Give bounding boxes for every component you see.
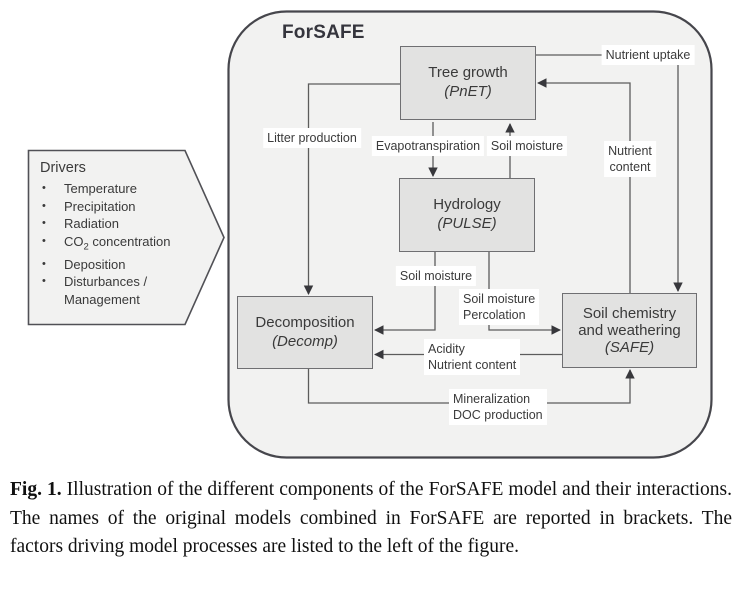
arrow-litter-production xyxy=(303,83,400,295)
arrow-nutrient-content xyxy=(537,78,631,293)
arrow-soil-moisture-percolation xyxy=(488,252,561,335)
drivers-panel: Drivers • Temperature • Precipitation • … xyxy=(38,160,196,308)
caption-text: Illustration of the different components… xyxy=(10,479,732,557)
label-nutrient-uptake: Nutrient uptake xyxy=(601,45,695,65)
label-soil-moisture-decomp: Soil moisture xyxy=(395,266,477,286)
label-soil-moisture-tree: Soil moisture xyxy=(486,136,568,156)
soil-chemistry-label-line1: Soil chemistry xyxy=(582,304,677,322)
box-decomposition: Decomposition (Decomp) xyxy=(237,296,373,369)
bullet-icon: • xyxy=(42,182,46,194)
drivers-title: Drivers xyxy=(40,160,86,176)
caption-figure-number: Fig. 1. xyxy=(10,479,62,500)
driver-item-radiation: • Radiation xyxy=(38,215,196,233)
box-soil-chemistry: Soil chemistry and weathering (SAFE) xyxy=(562,293,697,368)
box-tree-growth: Tree growth (PnET) xyxy=(400,46,536,120)
soil-chemistry-model: (SAFE) xyxy=(604,339,655,357)
box-hydrology: Hydrology (PULSE) xyxy=(399,178,535,252)
soil-chemistry-label-line2: and weathering xyxy=(578,321,681,339)
label-evapotranspiration: Evapotranspiration xyxy=(371,136,485,156)
tree-growth-model: (PnET) xyxy=(444,83,492,100)
figure-caption: Fig. 1. Illustration of the different co… xyxy=(10,476,732,562)
driver-item-disturbances-management: • Disturbances / Management xyxy=(38,273,196,308)
label-acidity-nutrient-content: Acidity Nutrient content xyxy=(424,339,521,375)
label-nutrient-content: Nutrient content xyxy=(604,141,656,177)
bullet-icon: • xyxy=(42,234,46,247)
driver-item-temperature: • Temperature xyxy=(38,180,196,198)
bullet-icon: • xyxy=(42,275,46,288)
tree-growth-label: Tree growth xyxy=(428,64,508,82)
driver-item-co2-concentration: • CO2 concentration xyxy=(38,233,196,256)
forsafe-title: ForSAFE xyxy=(282,22,365,43)
label-soil-moisture-percolation: Soil moisture Percolation xyxy=(459,289,540,325)
driver-item-deposition: • Deposition xyxy=(38,256,196,274)
bullet-icon: • xyxy=(42,199,46,212)
hydrology-model: (PULSE) xyxy=(437,215,497,232)
driver-item-precipitation: • Precipitation xyxy=(38,198,196,216)
decomposition-label: Decomposition xyxy=(255,313,355,331)
drivers-callout-shape xyxy=(27,149,225,326)
hydrology-label: Hydrology xyxy=(433,196,501,214)
label-mineralization-doc: Mineralization DOC production xyxy=(449,389,547,425)
decomposition-model: (Decomp) xyxy=(272,332,338,350)
label-litter-production: Litter production xyxy=(263,128,361,148)
bullet-icon: • xyxy=(42,257,46,270)
bullet-icon: • xyxy=(42,217,46,229)
